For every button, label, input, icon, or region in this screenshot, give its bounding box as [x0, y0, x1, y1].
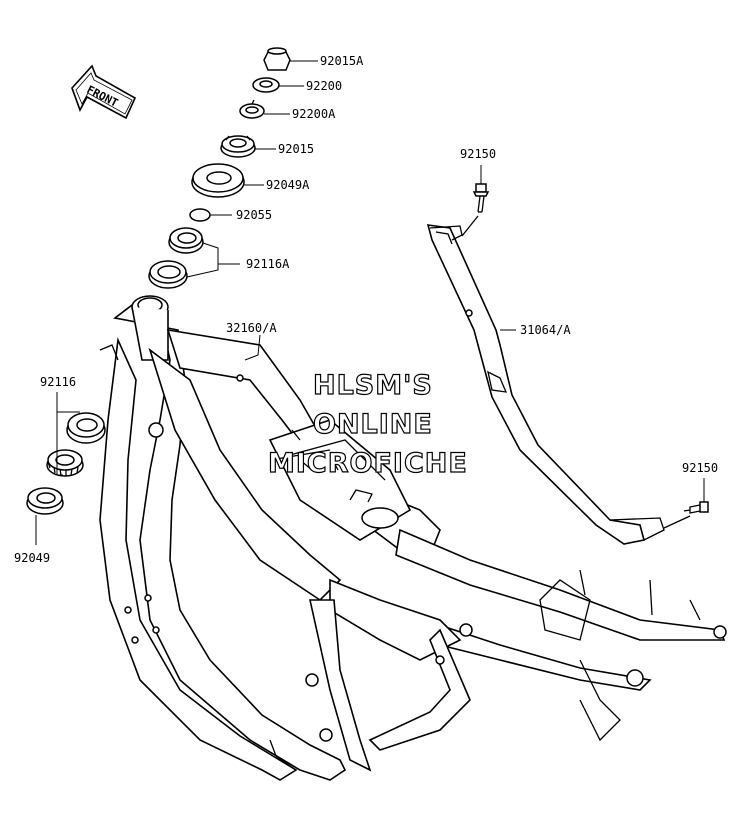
- leader-lines: [35, 60, 705, 545]
- lower-seal-part: [26, 487, 64, 515]
- seal-part: [191, 163, 245, 198]
- lower-race-part: [66, 412, 106, 444]
- watermark-line-2: ONLINE: [313, 409, 433, 440]
- upper-race-part: [148, 260, 188, 289]
- lower-bearing-parts: [26, 412, 106, 515]
- o-ring-part: [189, 208, 211, 222]
- part-label-31064a: 31064/A: [520, 323, 571, 337]
- part-label-92049a: 92049A: [266, 178, 310, 192]
- part-label-92116: 92116: [40, 375, 76, 389]
- sub-frame-tube: [426, 215, 691, 545]
- lower-bearing-part: [46, 449, 84, 477]
- part-label-92116a: 92116A: [246, 257, 290, 271]
- washer-part: [252, 77, 280, 93]
- steering-stem-parts: [148, 47, 291, 289]
- part-label-92055: 92055: [236, 208, 272, 222]
- lower-bolt: [683, 501, 709, 514]
- main-frame: [99, 295, 727, 781]
- part-label-32160a: 32160/A: [226, 321, 277, 335]
- part-label-92015a: 92015A: [320, 54, 364, 68]
- upper-bearing-part: [168, 227, 204, 254]
- upper-bolt: [472, 183, 490, 213]
- part-label-92015: 92015: [278, 142, 314, 156]
- stem-nut-part: [220, 135, 256, 158]
- cap-nut-part: [263, 47, 291, 71]
- part-label-92150-bottom: 92150: [682, 461, 718, 475]
- part-label-92049: 92049: [14, 551, 50, 565]
- part-label-92200a: 92200A: [292, 107, 336, 121]
- watermark: HLSM'S ONLINE MICROFICHE: [267, 369, 468, 479]
- part-label-92200: 92200: [306, 79, 342, 93]
- front-arrow: FRONT: [71, 64, 137, 120]
- watermark-line-1: HLSM'S: [313, 370, 433, 401]
- lock-washer-part: [239, 99, 265, 119]
- part-label-92150-top: 92150: [460, 147, 496, 161]
- watermark-line-3: MICROFICHE: [268, 448, 468, 479]
